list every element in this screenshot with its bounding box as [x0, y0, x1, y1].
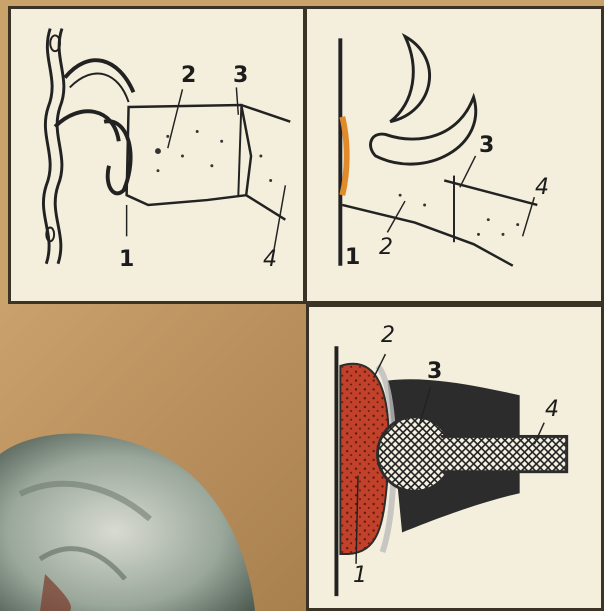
label-1: 1: [353, 565, 367, 587]
diagram-panel-top-right: 1 2 3 4: [304, 6, 604, 304]
label-4: 4: [545, 399, 559, 421]
diagram-panel-top-left: 1 2 3 4: [8, 6, 306, 304]
label-4: 4: [263, 249, 277, 271]
label-2: 2: [379, 237, 393, 259]
hair-follicle-drawing: [11, 9, 303, 301]
label-1: 1: [345, 247, 360, 269]
label-3: 3: [479, 135, 494, 157]
label-3: 3: [427, 361, 442, 383]
animal-photo: [0, 304, 306, 611]
label-2: 2: [381, 325, 395, 347]
photo-region: [0, 304, 306, 611]
diagram-panel-bottom-right: 1 2 3 4: [306, 304, 604, 611]
label-2: 2: [181, 65, 196, 87]
label-3: 3: [233, 65, 248, 87]
label-4: 4: [535, 177, 549, 199]
label-1: 1: [119, 249, 134, 271]
